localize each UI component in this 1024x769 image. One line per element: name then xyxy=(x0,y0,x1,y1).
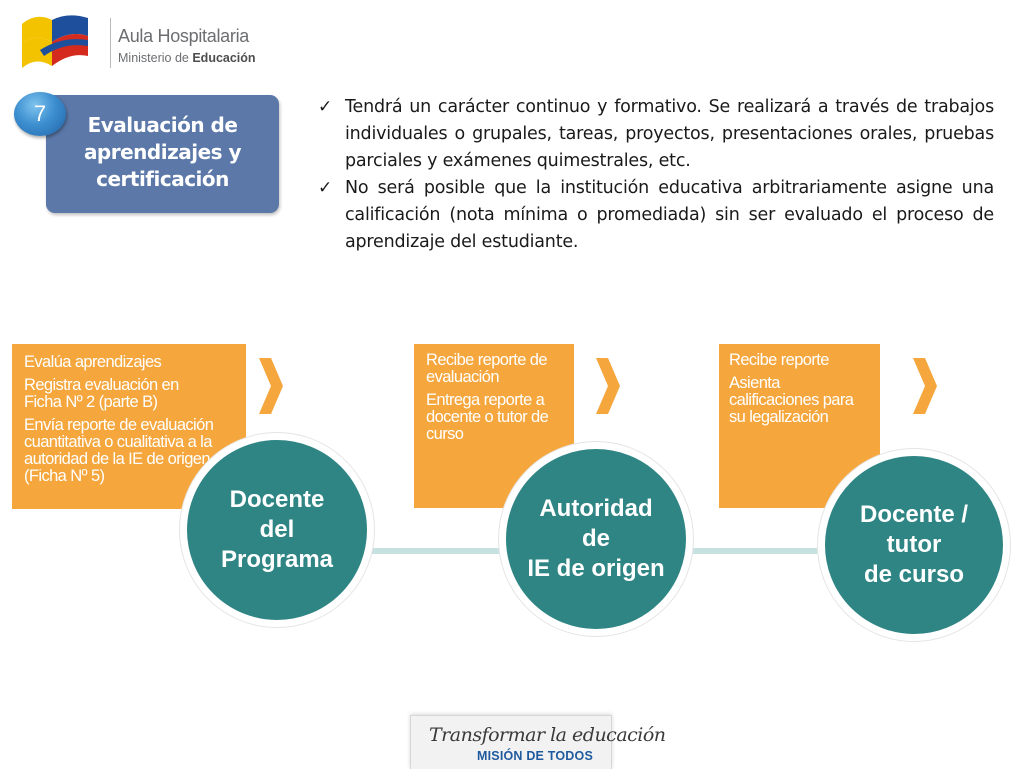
actor-circle-autoridad-ie: Autoridad de IE de origen xyxy=(499,442,693,636)
actor-label: Docente del Programa xyxy=(220,486,334,573)
step-title: Evaluación de aprendizajes y certificaci… xyxy=(83,113,242,191)
actor-label: Autoridad de IE de origen xyxy=(527,495,665,582)
task-text: Evalúa aprendizajes xyxy=(24,353,162,371)
bullet-item: ✓ No será posible que la institución educ… xyxy=(318,175,994,256)
checkmark-icon: ✓ xyxy=(318,178,333,198)
actor-circle-docente-tutor: Docente / tutor de curso xyxy=(818,449,1010,641)
task-text: Registra evaluación en Ficha Nº 2 (parte… xyxy=(24,376,179,411)
arrow-right-icon xyxy=(596,358,620,414)
task-text: Asienta calificaciones para su legalizac… xyxy=(729,374,854,426)
task-text: Recibe reporte de evaluación xyxy=(426,351,548,386)
logo-subtitle: Ministerio de Educación xyxy=(118,51,256,65)
step-title-box: Evaluación de aprendizajes y certificaci… xyxy=(46,95,279,213)
bullet-text: Tendrá un carácter continuo y formativo.… xyxy=(345,97,994,171)
ecuador-flag-logo-icon xyxy=(22,15,88,68)
bullet-item: ✓ Tendrá un carácter continuo y formativo… xyxy=(318,94,994,175)
bullet-text: No será posible que la institución educa… xyxy=(345,178,994,252)
task-text: Entrega reporte a docente o tutor de cur… xyxy=(426,391,549,443)
logo-subtitle-prefix: Ministerio de xyxy=(118,51,193,65)
actor-circle-docente-programa: Docente del Programa xyxy=(180,433,374,627)
actor-label: Docente / tutor de curso xyxy=(859,501,969,588)
task-box-docente-programa: Evalúa aprendizajes Registra evaluación … xyxy=(12,344,246,509)
footer-tagline: MISIÓN DE TODOS xyxy=(477,749,593,763)
arrow-right-icon xyxy=(259,358,283,414)
logo-subtitle-bold: Educación xyxy=(192,51,256,65)
task-text: Envía reporte de evaluación cuantitativa… xyxy=(24,416,215,485)
checkmark-icon: ✓ xyxy=(318,97,333,117)
arrow-right-icon xyxy=(913,358,937,414)
bullet-list: ✓ Tendrá un carácter continuo y formativo… xyxy=(318,94,994,256)
footer-slogan: Transformar la educación xyxy=(429,724,666,746)
logo-title: Aula Hospitalaria xyxy=(118,26,249,46)
aula-hospitalaria-logo: Aula Hospitalaria Ministerio de Educació… xyxy=(22,10,256,70)
step-number-badge: 7 xyxy=(14,92,66,136)
logo-divider xyxy=(110,18,111,68)
flow-connector xyxy=(689,548,819,554)
flow-connector xyxy=(368,548,500,554)
footer-banner: Transformar la educación MISIÓN DE TODOS xyxy=(410,715,666,769)
task-text: Recibe reporte xyxy=(729,351,829,369)
